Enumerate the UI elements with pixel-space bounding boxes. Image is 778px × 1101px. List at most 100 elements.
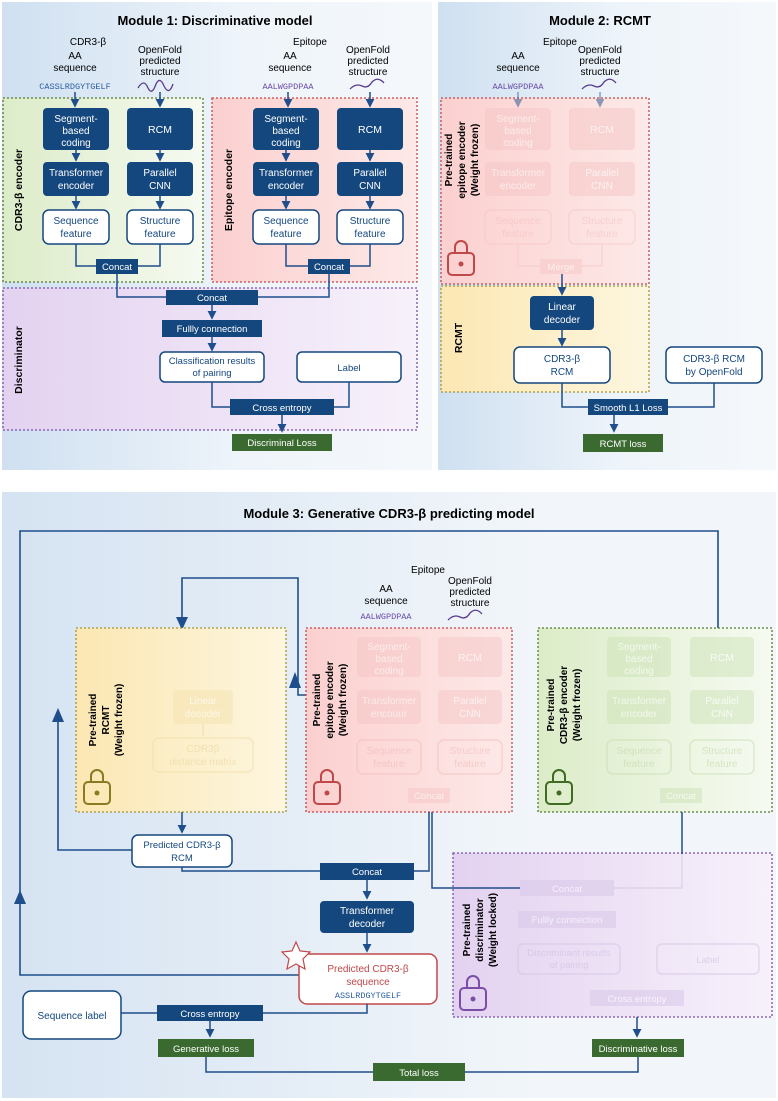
fully-connection-block: Fullly connection [162, 320, 262, 337]
svg-text:distance matrix: distance matrix [169, 757, 236, 768]
svg-text:decoder: decoder [544, 315, 581, 326]
svg-text:Concat: Concat [197, 293, 227, 304]
svg-text:Transformer: Transformer [340, 906, 395, 917]
svg-text:feature: feature [454, 759, 486, 770]
svg-text:feature: feature [623, 759, 655, 770]
m3-disc-title: Pre-trained [462, 904, 473, 957]
svg-text:feature: feature [502, 229, 534, 240]
predicted-rcm-block: Predicted CDR3-β RCM [131, 834, 233, 868]
module-1-title: Module 1: Discriminative model [117, 13, 312, 28]
m3-concat-block: Concat [320, 863, 414, 880]
svg-text:Concat: Concat [666, 791, 696, 802]
svg-text:RCM: RCM [710, 652, 734, 664]
svg-text:coding: coding [61, 138, 90, 149]
label-block: Label [296, 351, 402, 383]
structure-squiggle-icon [137, 79, 174, 92]
module-3-title: Module 3: Generative CDR3-β predicting m… [243, 506, 534, 521]
m3-rcmt-faded: Linear decoder CDR3β distance matrix [152, 690, 254, 773]
cdr3-transformer-encoder-block: Transformer encoder [43, 162, 109, 196]
svg-text:encoder: encoder [500, 181, 537, 192]
cdr3-structure-feature-block: Structure feature [126, 209, 194, 245]
m3-cdr3-lock-icon [545, 769, 573, 805]
svg-text:CNN: CNN [359, 181, 381, 192]
svg-text:Structure: Structure [350, 216, 391, 227]
epitope-encoder-title: Epitope encoder [223, 149, 235, 231]
discriminative-loss-block: Discriminative loss [592, 1039, 684, 1057]
svg-text:RCM: RCM [551, 367, 574, 378]
svg-text:Sequence: Sequence [366, 746, 411, 757]
epi-rcm-block: RCM [337, 108, 403, 150]
epitope-label: Epitope [293, 37, 327, 48]
epitope-sequence: AALWGPDPAA [262, 82, 314, 92]
m3-disc-title-3: (Weight locked) [488, 893, 499, 967]
svg-text:Transformer: Transformer [491, 168, 546, 179]
svg-text:feature: feature [706, 759, 738, 770]
svg-text:Classification results: Classification results [169, 356, 256, 367]
svg-text:RCM: RCM [148, 124, 172, 136]
svg-text:Smooth L1 Loss: Smooth L1 Loss [594, 403, 663, 414]
svg-text:Structure: Structure [702, 746, 743, 757]
svg-text:Label: Label [337, 363, 360, 374]
svg-text:RCM: RCM [358, 124, 382, 136]
svg-text:CNN: CNN [149, 181, 171, 192]
m2-openfold-label: OpenFold [578, 45, 622, 56]
svg-text:Segment-: Segment- [264, 114, 307, 125]
discriminal-loss-block: Discriminal Loss [232, 434, 332, 451]
svg-text:coding: coding [624, 666, 653, 677]
svg-text:sequence: sequence [346, 977, 390, 988]
cdr3-sequence: CASSLRDGYTGELF [39, 82, 110, 92]
svg-text:feature: feature [586, 229, 618, 240]
m2-openfold-label-2: predicted [579, 56, 620, 67]
svg-text:Structure: Structure [582, 216, 623, 227]
m3-cross-entropy-block: Cross entropy [157, 1005, 263, 1021]
svg-text:coding: coding [374, 666, 403, 677]
svg-text:Predicted CDR3-β: Predicted CDR3-β [143, 840, 221, 851]
svg-text:Segment-: Segment- [617, 642, 660, 653]
m2-aa-label: AA [511, 51, 525, 62]
svg-text:based: based [625, 654, 652, 665]
epi-openfold-label: OpenFold [346, 45, 390, 56]
svg-text:Transformer: Transformer [612, 696, 667, 707]
svg-text:Sequence: Sequence [53, 216, 98, 227]
svg-text:Parallel: Parallel [143, 168, 176, 179]
m3-disc-title-2: discriminator [475, 898, 486, 961]
classification-results-block: Classification results of pairing [159, 351, 265, 383]
discriminator-title: Discriminator [13, 326, 25, 394]
svg-text:Fullly connection: Fullly connection [177, 324, 248, 335]
smooth-l1-loss-block: Smooth L1 Loss [588, 399, 668, 415]
module-3: Module 3: Generative CDR3-β predicting m… [2, 492, 776, 1098]
epi-aa-label-2: sequence [268, 63, 312, 74]
m3-cdr3-title-2: CDR3-β encoder [559, 666, 570, 744]
m3-epi-title: Pre-trained [312, 674, 323, 727]
svg-text:of pairing: of pairing [549, 960, 588, 971]
svg-text:Linear: Linear [189, 696, 217, 707]
m3-disc-lock-icon [459, 975, 487, 1011]
svg-text:Sequence: Sequence [616, 746, 661, 757]
svg-text:encouur: encouur [371, 709, 408, 720]
svg-text:based: based [375, 654, 402, 665]
m2-pretrained-title: Pre-trained [444, 134, 455, 187]
svg-text:CNN: CNN [591, 181, 613, 192]
m2-structure-squiggle-icon [581, 78, 617, 90]
m3-disc-faded: Concat Fullly connection Discriminant re… [517, 854, 760, 1006]
m3-epitope-label: Epitope [411, 565, 445, 576]
m2-openfold-label-3: structure [581, 67, 620, 78]
generative-loss-block: Generative loss [158, 1039, 254, 1057]
svg-text:RCMT loss: RCMT loss [600, 439, 647, 450]
m2-cdr3-rcm-block: CDR3-β RCM [513, 346, 611, 384]
svg-text:Segment-: Segment- [496, 114, 539, 125]
cdr3-rcm-block: RCM [127, 108, 193, 150]
m2-pretrained-title-3: (Weight frozen) [470, 124, 481, 197]
epi-openfold-label-2: predicted [347, 56, 388, 67]
module-2: Module 2: RCMT Epitope AA sequence OpenF… [438, 2, 776, 470]
svg-text:encoder: encoder [58, 181, 95, 192]
m3-rcmt-title: Pre-trained [88, 694, 99, 747]
m2-epitope-label: Epitope [543, 37, 577, 48]
svg-text:Sequence: Sequence [263, 216, 308, 227]
m3-structure-squiggle-icon [447, 609, 483, 621]
svg-text:decoder: decoder [185, 709, 222, 720]
svg-text:Concat: Concat [552, 884, 582, 895]
svg-text:RCM: RCM [171, 853, 193, 864]
svg-text:Cross entropy: Cross entropy [252, 403, 311, 414]
